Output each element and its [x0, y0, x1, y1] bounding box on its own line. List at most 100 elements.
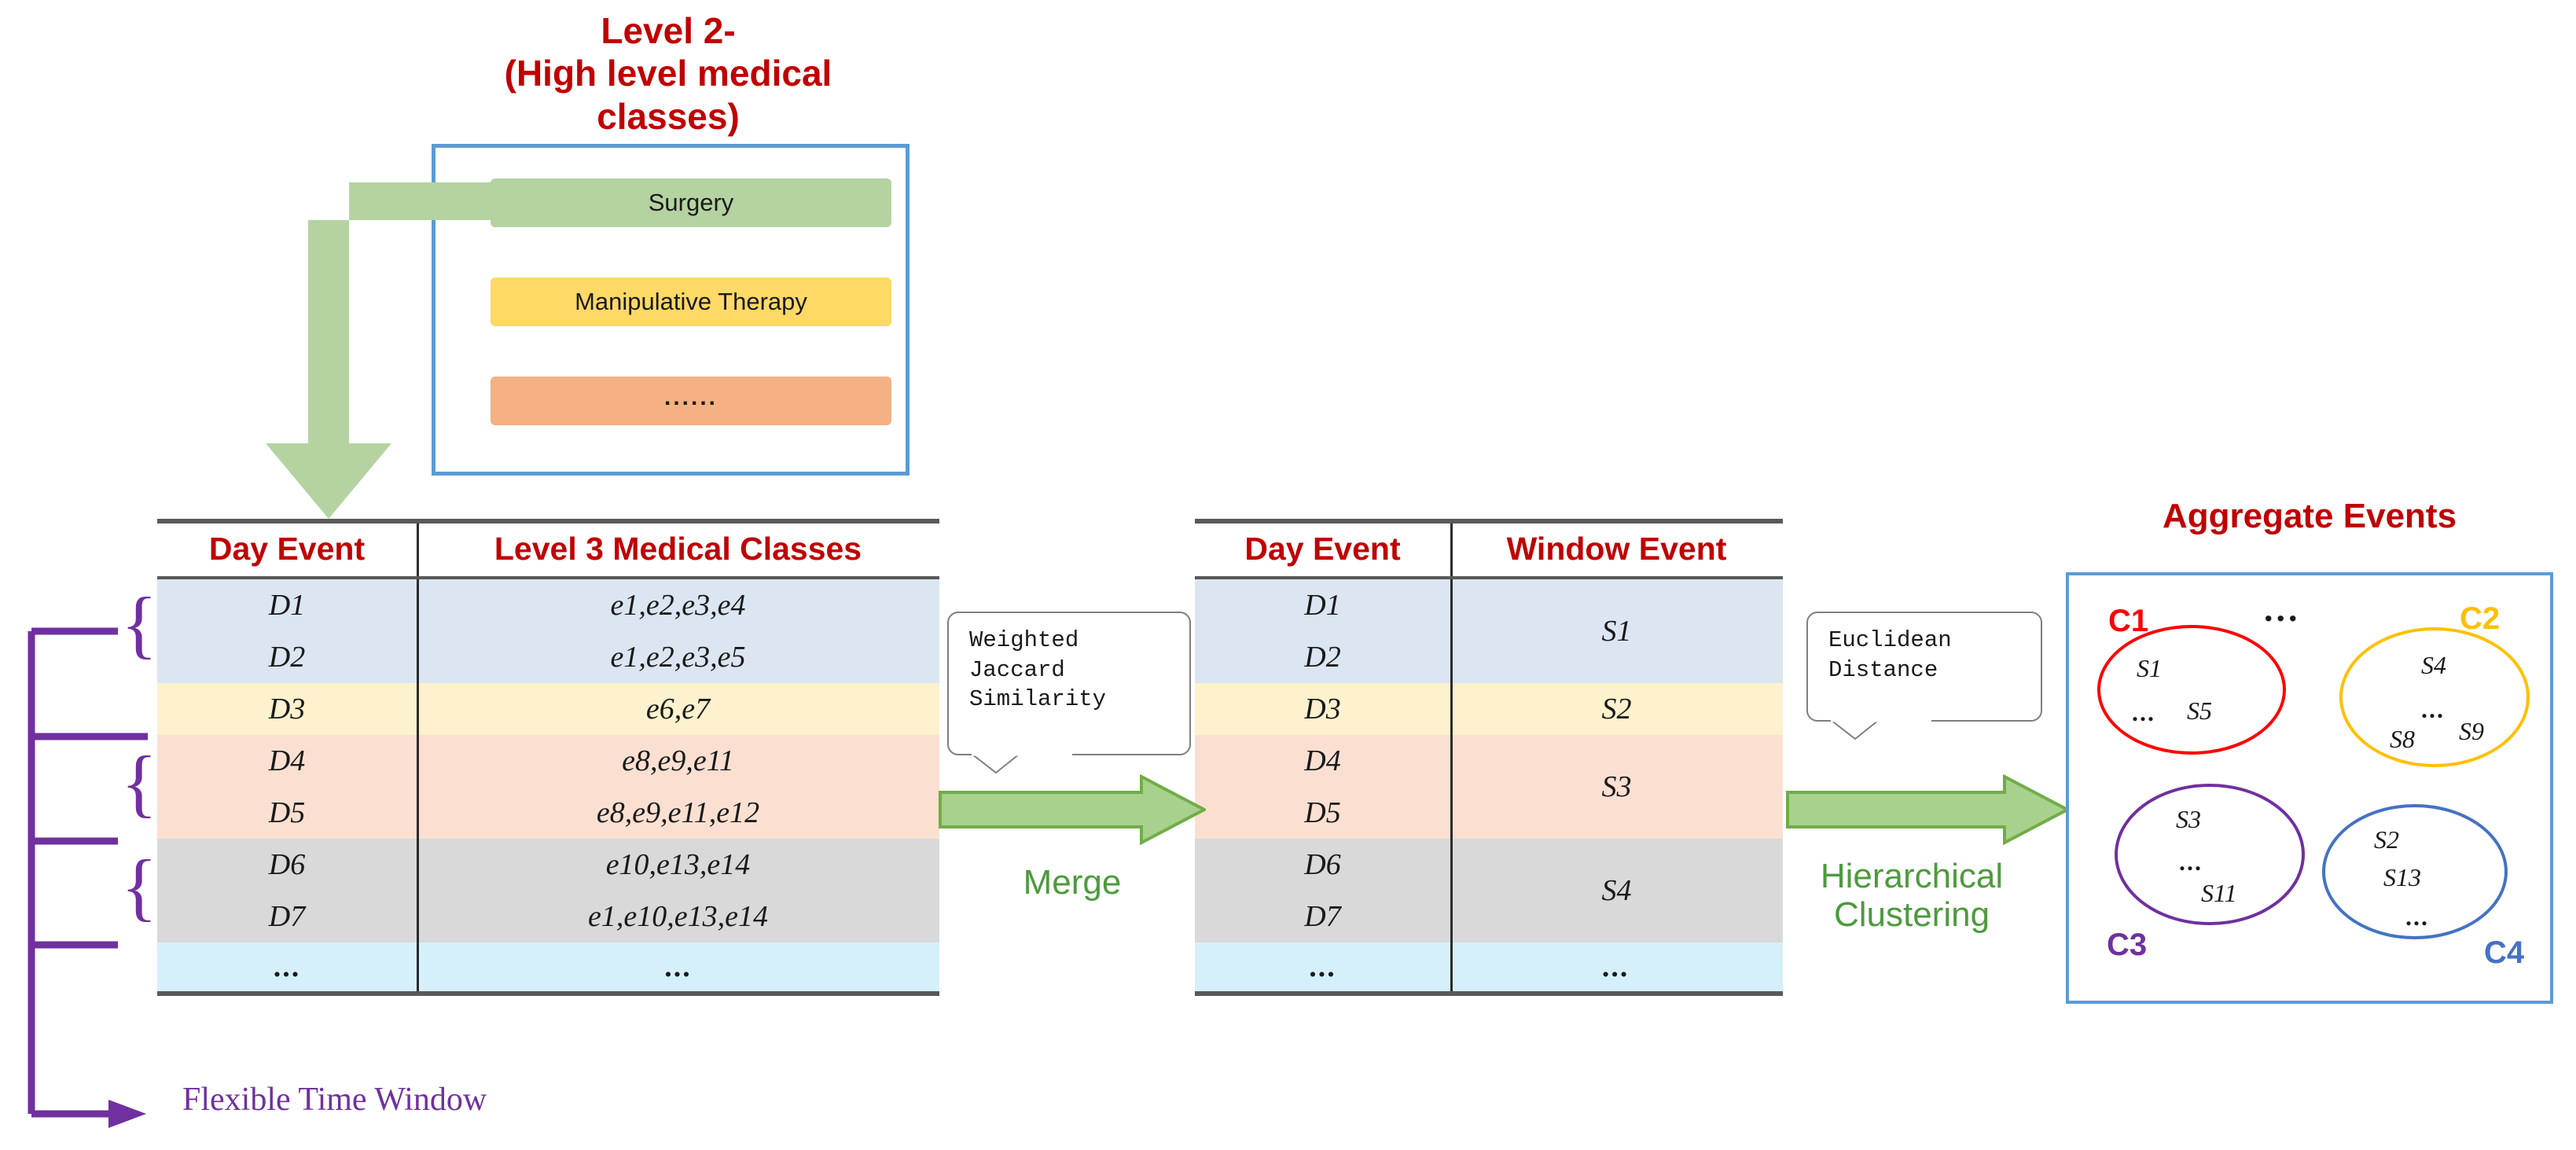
table-row[interactable]: D6 e10,e13,e14	[157, 839, 939, 891]
hierarchical-clustering-label: Hierarchical Clustering	[1770, 857, 2053, 935]
cluster-item: S5	[2187, 696, 2212, 725]
cluster-label-c3: C3	[2107, 928, 2148, 962]
level2-title: Level 2- (High level medical classes)	[440, 9, 896, 138]
level2-to-table-arrow-icon	[266, 182, 527, 519]
column-header-day-event: Day Event	[208, 531, 366, 567]
cluster-item: S8	[2390, 725, 2415, 753]
table-row[interactable]: D5 e8,e9,e11,e12	[157, 787, 939, 839]
flexible-time-window-label: Flexible Time Window	[182, 1082, 487, 1118]
cell-day-event: D6	[1304, 848, 1341, 881]
table-top-rule	[1195, 519, 1783, 524]
cluster-label-c2: C2	[2460, 601, 2501, 636]
callout-line: Weighted	[969, 627, 1079, 653]
cell-day-event: ...	[273, 950, 301, 983]
callout-tail-icon	[1830, 720, 1931, 740]
hierarchical-clustering-arrow-icon	[1786, 774, 2069, 845]
cell-day-event: D5	[1304, 796, 1341, 829]
cluster-item: S11	[2201, 879, 2237, 907]
table-row[interactable]: D7 e1,e10,e13,e14	[157, 891, 939, 942]
aggregate-events-title: Aggregate Events	[2162, 497, 2457, 535]
cell-medical-classes: e1,e10,e13,e14	[588, 900, 768, 933]
table-row[interactable]: D4 e8,e9,e11	[157, 735, 939, 787]
cluster-item: S3	[2176, 805, 2201, 833]
day-event-level3-table: Day Event Level 3 Medical Classes D1 e1,…	[157, 519, 939, 996]
cell-medical-classes: e6,e7	[645, 693, 711, 726]
cell-day-event: D4	[268, 744, 306, 777]
cell-medical-classes: e1,e2,e3,e4	[610, 589, 746, 622]
column-header-day-event: Day Event	[1244, 531, 1401, 567]
cluster-item-ellipsis: ...	[2421, 695, 2445, 723]
cell-day-event: D3	[268, 693, 306, 726]
table-header-rule	[1195, 576, 1783, 579]
euclidean-distance-callout: Euclidean Distance	[1806, 612, 2042, 722]
level2-title-line2: (High level medical classes)	[504, 53, 832, 137]
medical-class-label: Manipulative Therapy	[575, 288, 807, 315]
cluster-item: S1	[2137, 654, 2162, 682]
table-header-row: Day Event Window Event	[1195, 524, 1783, 576]
weighted-jaccard-callout: Weighted Jaccard Similarity	[947, 612, 1191, 755]
cluster-label-c4: C4	[2484, 935, 2525, 970]
cluster-label-line2: Clustering	[1833, 895, 1990, 935]
table-row[interactable]: D1 e1,e2,e3,e4	[157, 579, 939, 631]
column-header-window-event: Window Event	[1506, 531, 1727, 567]
medical-class-chip-more[interactable]: ......	[491, 377, 891, 425]
cluster-ellipse-c2[interactable]	[2339, 627, 2530, 767]
merge-arrow-icon	[939, 774, 1206, 845]
medical-class-label: ......	[663, 384, 718, 410]
table-body: D1 D2 D3 D4 D5 D6 D7 ...	[1195, 579, 1783, 991]
cell-day-event: D1	[1304, 589, 1341, 622]
cell-medical-classes: ...	[664, 950, 692, 983]
time-window-brace: {	[121, 582, 158, 666]
window-event-column: S1 S2 S3 S4 ...	[1450, 579, 1783, 991]
table-header-row: Day Event Level 3 Medical Classes	[157, 524, 939, 576]
table-bottom-rule	[1195, 991, 1783, 996]
flexible-time-window-bracket-icon	[28, 627, 148, 1128]
medical-class-chip-manipulative-therapy[interactable]: Manipulative Therapy	[491, 277, 891, 326]
cluster-item: S13	[2383, 863, 2421, 891]
cluster-item: S2	[2374, 825, 2399, 854]
table-header-rule	[157, 576, 939, 579]
table-row[interactable]: D2 e1,e2,e3,e5	[157, 631, 939, 683]
cell-day-event: D3	[1304, 693, 1341, 726]
cluster-ellipse-c3[interactable]	[2115, 784, 2305, 925]
cell-day-event: D4	[1304, 744, 1341, 777]
cluster-item: S9	[2459, 717, 2484, 745]
medical-class-chip-surgery[interactable]: Surgery	[491, 178, 891, 227]
callout-line: Distance	[1828, 656, 1938, 683]
time-window-brace: {	[121, 740, 158, 825]
cell-medical-classes: e8,e9,e11,e12	[596, 796, 760, 829]
cell-day-event: D2	[268, 641, 306, 674]
cell-day-event: D7	[268, 900, 306, 933]
cell-medical-classes: e10,e13,e14	[605, 848, 751, 881]
cell-day-event: D2	[1304, 641, 1341, 674]
callout-line: Jaccard	[969, 656, 1065, 683]
cell-window-event: ...	[1450, 942, 1783, 991]
table-body: D1 e1,e2,e3,e4 D2 e1,e2,e3,e5 D3 e6,e7 D…	[157, 579, 939, 991]
table-row[interactable]: ... ...	[157, 942, 939, 991]
cluster-label-line1: Hierarchical	[1820, 857, 2004, 895]
cell-window-event: S2	[1450, 683, 1783, 735]
cluster-item-ellipsis: ...	[2179, 847, 2203, 876]
table-row[interactable]: D3 e6,e7	[157, 683, 939, 735]
level2-title-line1: Level 2-	[601, 10, 736, 51]
cell-day-event: D7	[1304, 900, 1341, 933]
cluster-item: S4	[2421, 651, 2446, 679]
cell-day-event: D6	[268, 848, 306, 881]
cell-day-event: D1	[268, 589, 306, 622]
day-event-window-event-table: Day Event Window Event D1 D2 D3 D4 D5 D6	[1195, 519, 1783, 996]
callout-tail-icon	[971, 754, 1072, 774]
cluster-ellipse-c1[interactable]	[2097, 625, 2286, 755]
medical-class-label: Surgery	[648, 189, 734, 216]
cluster-ellipse-c4[interactable]	[2322, 804, 2508, 939]
callout-line: Euclidean	[1828, 627, 1952, 653]
cell-medical-classes: e8,e9,e11	[622, 744, 734, 777]
cluster-item-ellipsis: ...	[2405, 902, 2429, 931]
callout-line: Similarity	[969, 686, 1107, 713]
cell-window-event: S3	[1450, 735, 1783, 839]
cluster-item-ellipsis: ...	[2132, 698, 2155, 726]
table-bottom-rule	[157, 991, 939, 996]
cell-medical-classes: e1,e2,e3,e5	[610, 641, 746, 674]
time-window-brace: {	[121, 844, 158, 928]
cell-window-event: S4	[1450, 839, 1783, 942]
cell-window-event: S1	[1450, 579, 1783, 683]
